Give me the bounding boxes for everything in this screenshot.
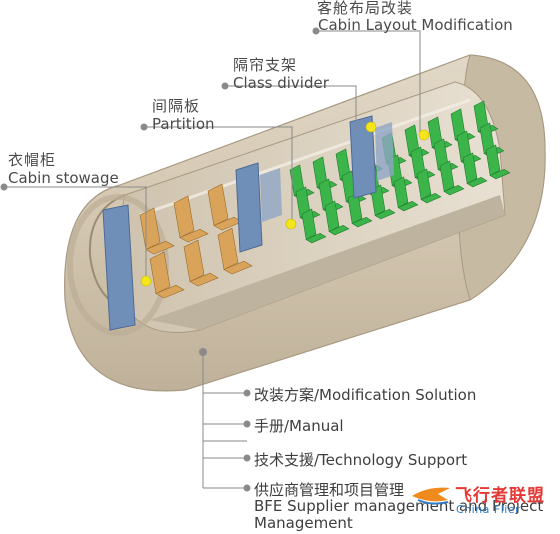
service-technology-support: 技术支援/Technology Support xyxy=(254,451,468,469)
yellow-markers xyxy=(140,121,430,287)
seat xyxy=(173,195,195,238)
seat-cushion xyxy=(328,225,350,236)
class-divider-en-label: Class divider xyxy=(233,74,329,92)
seat-cushion xyxy=(223,260,253,275)
watermark-plane-icon xyxy=(412,487,450,505)
seat-cushion xyxy=(145,240,175,255)
seat xyxy=(301,208,317,240)
seat-cushion xyxy=(489,169,511,180)
seat xyxy=(393,176,409,208)
first-class-seats xyxy=(139,183,253,299)
seat-cushion xyxy=(305,233,327,244)
service-supplier-management-en: BFE Supplier management and Project xyxy=(254,497,544,515)
seat-cushion xyxy=(397,201,419,212)
seat xyxy=(207,183,229,226)
seat-cushion xyxy=(443,185,465,196)
seat-cushion xyxy=(466,177,488,188)
leader-lines xyxy=(4,30,421,489)
seat xyxy=(183,239,205,282)
seat xyxy=(416,168,432,200)
seat xyxy=(439,160,455,192)
seat xyxy=(217,227,239,270)
partition-panels xyxy=(102,115,394,331)
cabin-stowage-en-label: Cabin stowage xyxy=(8,169,119,187)
seat-cushion xyxy=(351,217,373,228)
seat xyxy=(324,200,340,232)
seat-cushion xyxy=(420,193,442,204)
seat-cushion xyxy=(179,228,209,243)
seat-cushion xyxy=(189,272,219,287)
service-manual: 手册/Manual xyxy=(254,417,344,435)
service-supplier-management-zh: 供应商管理和项目管理 xyxy=(254,481,405,499)
cabin-stowage-zh-label: 衣帽柜 xyxy=(8,151,57,169)
seat xyxy=(149,251,171,294)
seat xyxy=(485,144,501,176)
cabin-layout-zh-label: 客舱布局改装 xyxy=(317,0,414,17)
seat xyxy=(462,152,478,184)
watermark-logo-zh: 飞行者联盟 xyxy=(455,486,545,506)
class-divider-zh-label: 隔帘支架 xyxy=(233,56,298,74)
service-modification-solution: 改装方案/Modification Solution xyxy=(254,386,477,404)
service-management: Management xyxy=(254,514,353,532)
partition-en-label: Partition xyxy=(152,115,215,133)
watermark-logo-en: China Flier xyxy=(456,503,521,516)
partition-zh-label: 间隔板 xyxy=(152,97,201,115)
seat-cushion xyxy=(374,209,396,220)
leader-dots xyxy=(0,27,320,492)
seat-cushion xyxy=(155,284,185,299)
cabin-layout-en-label: Cabin Layout Modification xyxy=(318,16,513,34)
seat xyxy=(139,207,161,250)
